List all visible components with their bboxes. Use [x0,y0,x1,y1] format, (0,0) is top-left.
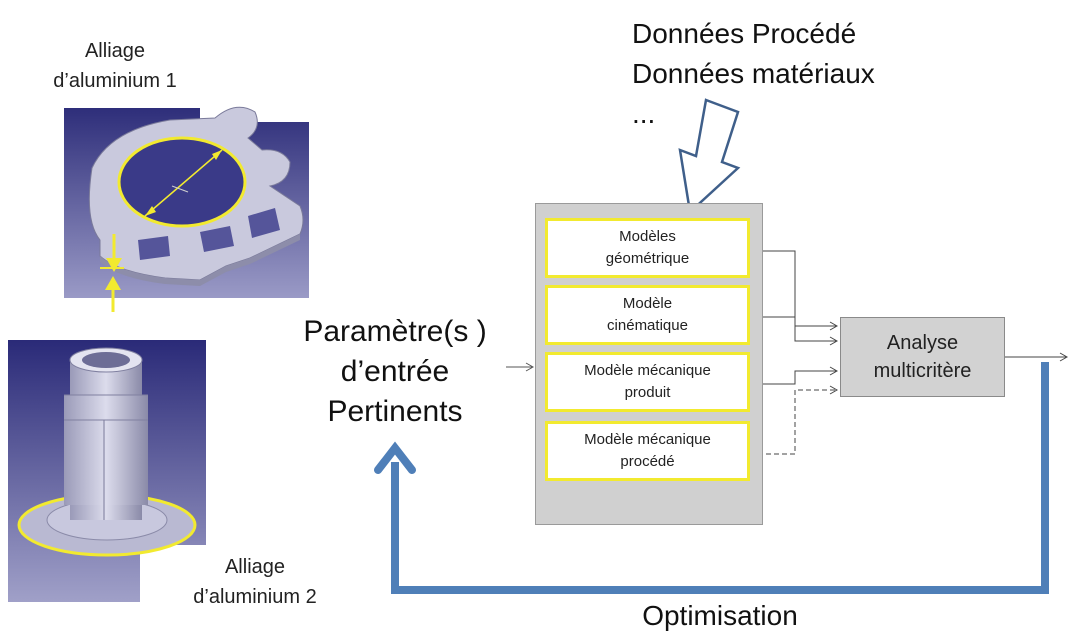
model-mechanical-product-box: Modèle mécanique produit [545,352,750,412]
input-process-data: Données Procédé [632,18,857,49]
model-mechanical-process-line1: Modèle mécanique [584,431,711,448]
input-material-data: Données matériaux [632,58,875,89]
parameters-line2: d’entrée [340,355,450,388]
part2-label-line1: Alliage [224,556,286,578]
model-geometric-box: Modèles géométrique [545,218,750,278]
input-ellipsis: ... [632,98,656,129]
part1-label-line1: Alliage [84,40,146,62]
model-geometric-line2: géométrique [605,250,690,267]
analysis-box: Analyse multicritère [840,317,1005,397]
model-kinematic-box: Modèle cinématique [545,285,750,345]
part2-label-line2: d’aluminium 2 [193,586,317,608]
analysis-line1: Analyse [886,332,959,354]
model-mechanical-product-line1: Modèle mécanique [584,362,711,379]
part1-label-line2: d’aluminium 1 [53,70,177,92]
model-mechanical-product-line2: produit [624,384,671,401]
model-mechanical-process-line2: procédé [620,453,675,470]
model-kinematic-line1: Modèle [622,295,673,312]
optimisation-label: Optimisation [642,600,798,631]
model-kinematic-line2: cinématique [607,317,688,334]
analysis-line2: multicritère [873,360,972,382]
model-geometric-line1: Modèles [619,228,676,245]
parameters-line1: Paramètre(s ) [303,315,487,348]
model-mechanical-process-box: Modèle mécanique procédé [545,421,750,481]
parameters-line3: Pertinents [327,395,463,428]
